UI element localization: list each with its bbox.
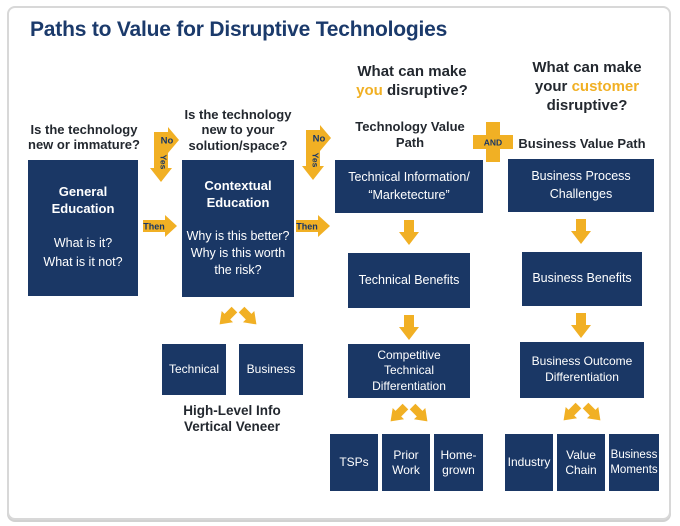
and-connector-icon: AND (473, 122, 513, 162)
no-yes-arrow-icon: No Yes (150, 127, 179, 182)
business-value-path-label: Business Value Path (518, 136, 646, 151)
home-grown-label: Home-grown (440, 447, 477, 477)
tech-question-line1: What can make (357, 63, 467, 80)
then-arrow-icon: Then (296, 215, 330, 237)
yes-label: Yes (311, 153, 321, 168)
leaf-box-tsps: TSPs (330, 434, 378, 491)
down-arrow-icon (399, 315, 419, 340)
down-arrow-icon (399, 220, 419, 245)
split-arrows-icon (219, 306, 257, 325)
business-box-label: Business (246, 362, 296, 376)
then-label: Then (143, 222, 165, 232)
technical-benefits-box: Technical Benefits (348, 253, 470, 308)
technical-information-box: Technical Information/“Marketecture” (335, 160, 483, 213)
split-arrows-icon (563, 402, 601, 421)
biz-question-highlight: customer (571, 78, 640, 96)
biz-question-line2: your customer (534, 78, 640, 96)
then-label: Then (296, 222, 318, 232)
then-arrow-icon: Then (143, 215, 177, 237)
yes-label: Yes (159, 155, 169, 170)
general-education-body: What is it?What is it not? (43, 236, 123, 269)
no-label: No (161, 136, 174, 147)
contextual-education-body: Why is this better?Why is this worth the… (186, 229, 290, 277)
technical-information-label: Technical Information/“Marketecture” (348, 170, 470, 202)
business-benefits-box: Business Benefits (522, 252, 642, 306)
tsps-label: TSPs (339, 455, 369, 469)
question-what-makes-customer-disruptive: What can make your customer disruptive? (512, 58, 662, 116)
question-what-makes-you-disruptive: What can make you disruptive? (338, 62, 486, 100)
biz-question-line3: disruptive? (546, 97, 628, 115)
business-benefits-label: Business Benefits (532, 271, 632, 286)
and-label: AND (484, 138, 502, 148)
down-arrow-icon (571, 219, 591, 244)
split-arrows-icon (390, 403, 428, 422)
tech-question-line2: you disruptive? (356, 82, 468, 100)
tech-question-highlight: you (356, 82, 383, 100)
down-arrow-icon (571, 313, 591, 338)
technical-box-label: Technical (168, 362, 220, 376)
biz-question-line1: What can make (532, 59, 642, 76)
no-label: No (313, 134, 326, 145)
leaf-box-industry: Industry (505, 434, 553, 491)
leaf-box-home-grown: Home-grown (434, 434, 483, 491)
business-box: Business (239, 344, 303, 395)
page-title: Paths to Value for Disruptive Technologi… (30, 18, 448, 41)
technical-box: Technical (162, 344, 226, 395)
industry-label: Industry (507, 455, 551, 469)
technical-benefits-label: Technical Benefits (358, 272, 460, 287)
no-yes-arrow-icon: No Yes (302, 125, 331, 180)
